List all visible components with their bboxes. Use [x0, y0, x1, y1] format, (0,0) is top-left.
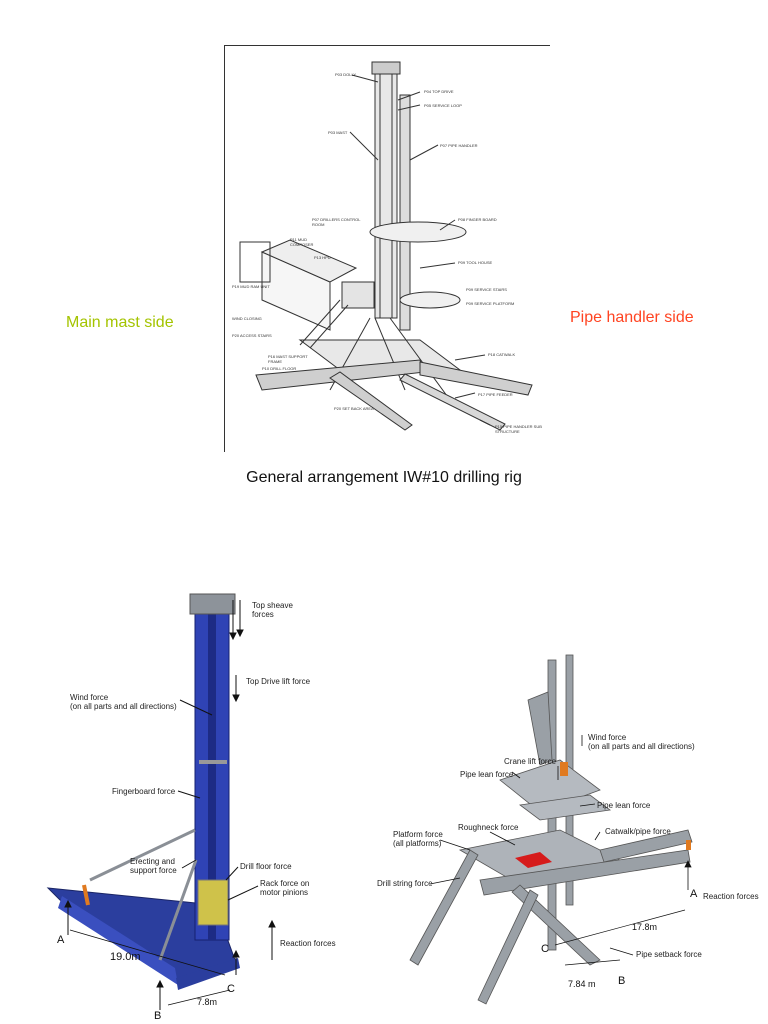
- label-dolly: P03 DOLLY: [335, 72, 357, 77]
- label-finger-board: P08 FINGER BOARD: [458, 217, 497, 222]
- pipe-lean-force-label: Pipe lean force: [597, 801, 651, 810]
- right-reaction-forces-label: Reaction forces: [703, 892, 759, 901]
- label-tool-house: P09 TOOL HOUSE: [458, 260, 493, 265]
- main-mast-side-label: Main mast side: [66, 314, 174, 331]
- left-long-dimension: 19.0m: [110, 951, 141, 963]
- label-mast-support-frame: P16 MAST SUPPORT FRAME: [268, 354, 308, 364]
- label-pipe-handler: P07 PIPE HANDLER: [440, 143, 478, 148]
- label-hpu: P13 HPU: [314, 255, 331, 260]
- figure-caption: General arrangement IW#10 drilling rig: [246, 469, 522, 486]
- label-service-stairs: P09 SERVICE STAIRS: [466, 287, 507, 292]
- rack-force-label: Rack force on motor pinions: [260, 879, 310, 897]
- drawing-frame-left: [224, 45, 225, 452]
- label-mast: P03 MAST: [328, 130, 348, 135]
- left-point-c: C: [227, 983, 235, 995]
- pipe-handler-side-label: Pipe handler side: [570, 309, 694, 326]
- right-wind-force-label: Wind force (on all parts and all directi…: [588, 733, 695, 751]
- label-catwalk: P18 CATWALK: [488, 352, 516, 357]
- left-wind-force-label: Wind force (on all parts and all directi…: [70, 693, 177, 711]
- right-point-b: B: [618, 975, 626, 987]
- top-drive-lift-label: Top Drive lift force: [246, 677, 311, 686]
- label-pipe-handler-sub: P15 PIPE HANDLER SUB STRUCTURE: [495, 424, 542, 434]
- label-drill-floor: P10 DRILL FLOOR: [262, 366, 297, 371]
- crane-lift-force-label: Crane lift force: [504, 757, 557, 766]
- drawing-frame-top: [224, 45, 550, 46]
- drill-floor-force-label: Drill floor force: [240, 862, 292, 871]
- left-point-a: A: [57, 934, 65, 946]
- right-short-dimension: 7.84 m: [568, 979, 596, 989]
- label-top-drive: P04 TOP DRIVE: [424, 89, 454, 94]
- left-reaction-forces-label: Reaction forces: [280, 939, 336, 948]
- left-point-b: B: [154, 1010, 162, 1022]
- catwalk-pipe-force-label: Catwalk/pipe force: [605, 827, 671, 836]
- right-point-c: C: [541, 943, 549, 955]
- roughneck-force-label: Roughneck force: [458, 823, 519, 832]
- pipe-setback-force-label: Pipe setback force: [636, 950, 702, 959]
- label-mud-ram-unit: P19 MUD RAM UNIT: [232, 284, 270, 289]
- pipe-lean-force-top-label: Pipe lean force: [460, 770, 514, 779]
- right-point-a: A: [690, 888, 698, 900]
- left-short-dimension: 7.8m: [197, 997, 218, 1007]
- top-sheave-forces-label: Top sheave forces: [252, 601, 293, 619]
- label-mud-composer: P11 MUD COMPOSER: [290, 237, 314, 247]
- label-access-stairs: P20 ACCESS STAIRS: [232, 333, 272, 338]
- drill-string-force-label: Drill string force: [377, 879, 433, 888]
- label-control-room: P07 DRILLERS CONTROL ROOM: [312, 217, 361, 227]
- label-pipe-feeder: P17 PIPE FEEDER: [478, 392, 513, 397]
- label-service-platform: P09 SERVICE PLATFORM: [466, 301, 515, 306]
- right-long-dimension: 17.8m: [632, 922, 658, 932]
- erecting-support-force-label: Erecting and support force: [130, 857, 177, 875]
- label-service-loop: P05 SERVICE LOOP: [424, 103, 462, 108]
- label-setback-area: P20 SET BACK AREA: [334, 406, 374, 411]
- platform-force-label: Platform force (all platforms): [393, 830, 443, 848]
- label-wind-closing: WIND CLOSING: [232, 316, 262, 321]
- fingerboard-force-label: Fingerboard force: [112, 787, 176, 796]
